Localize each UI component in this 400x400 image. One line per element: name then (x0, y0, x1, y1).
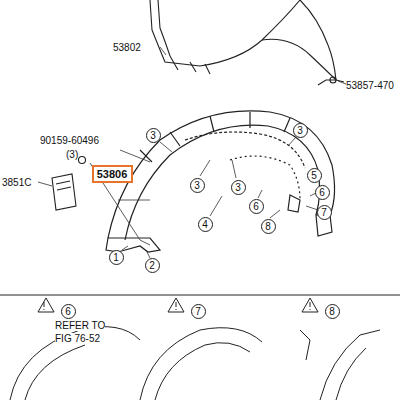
callout-circle: 3 (293, 123, 308, 138)
note: FIG 76-52 (55, 333, 100, 344)
callout-number: 3 (235, 182, 241, 193)
callout-circle: 6 (61, 304, 76, 319)
callout-circle: 8 (325, 304, 340, 319)
callout-circle: 3 (146, 128, 161, 143)
mudflap (52, 157, 86, 211)
part-number: 53802 (113, 42, 141, 53)
callout-number: 5 (311, 170, 317, 181)
leader-lines (38, 47, 346, 258)
part-number: 90159-60496 (40, 135, 99, 146)
clip (79, 157, 86, 164)
callout-number: 6 (319, 187, 325, 198)
callout-circle: 3 (190, 178, 205, 193)
callout-number: 1 (113, 252, 119, 263)
callout-number: 8 (265, 221, 271, 232)
callout-circle: 3 (231, 180, 246, 195)
callout-number: 7 (195, 306, 201, 317)
callout-circle: 6 (315, 185, 330, 200)
part-number: 53857-470 (346, 80, 394, 91)
callout-circle: 1 (109, 250, 124, 265)
callout-circle: 7 (317, 205, 332, 220)
callout-circle: 6 (249, 199, 264, 214)
callout-number: 6 (253, 201, 259, 212)
callout-number: 7 (321, 207, 327, 218)
callout-number: 8 (329, 306, 335, 317)
quantity: (3) (66, 149, 78, 160)
note: REFER TO (55, 320, 105, 331)
callout-circle: 7 (191, 304, 206, 319)
callout-circle: 5 (307, 168, 322, 183)
callout-number: 4 (202, 219, 208, 230)
fender-liner (106, 111, 335, 252)
detail-panels (0, 295, 400, 400)
callout-number: 3 (297, 125, 303, 136)
callout-number: 3 (150, 130, 156, 141)
callout-number: 6 (65, 306, 71, 317)
part-number: 3851C (2, 177, 31, 188)
part-number: 53806 (97, 168, 128, 180)
callout-circle: 2 (145, 258, 160, 273)
callout-circle: 8 (261, 219, 276, 234)
highlight-box: 53806 (92, 165, 133, 183)
callout-number: 3 (194, 180, 200, 191)
callout-circle: 4 (198, 217, 213, 232)
callout-number: 2 (149, 260, 155, 271)
fender (150, 0, 344, 85)
